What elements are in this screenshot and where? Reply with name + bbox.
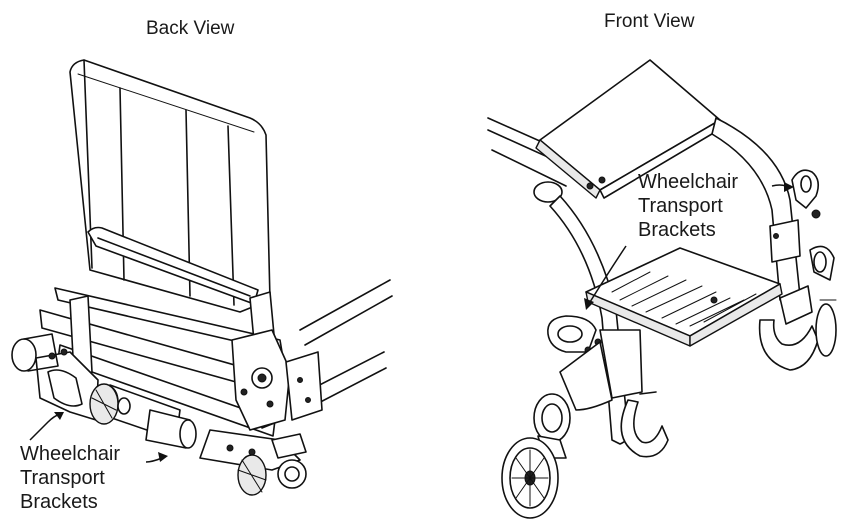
front-view-callout: Wheelchair Transport Brackets xyxy=(638,170,738,242)
back-callout-line-1: Wheelchair xyxy=(20,443,121,465)
front-view-title: Front View xyxy=(604,11,695,32)
front-callout-line-3: Brackets xyxy=(638,219,716,241)
front-view-callout-arrows xyxy=(584,182,794,310)
front-callout-line-1: Wheelchair xyxy=(638,171,739,193)
back-callout-line-3: Brackets xyxy=(20,491,98,513)
back-view-title: Back View xyxy=(146,18,235,39)
front-callout-line-2: Transport xyxy=(638,195,723,217)
back-callout-line-2: Transport xyxy=(20,467,105,489)
back-view-callout: Wheelchair Transport Brackets xyxy=(20,442,120,514)
front-view-drawing xyxy=(487,59,837,519)
back-view-drawing xyxy=(11,59,393,496)
back-view-callout-arrows xyxy=(29,412,168,463)
